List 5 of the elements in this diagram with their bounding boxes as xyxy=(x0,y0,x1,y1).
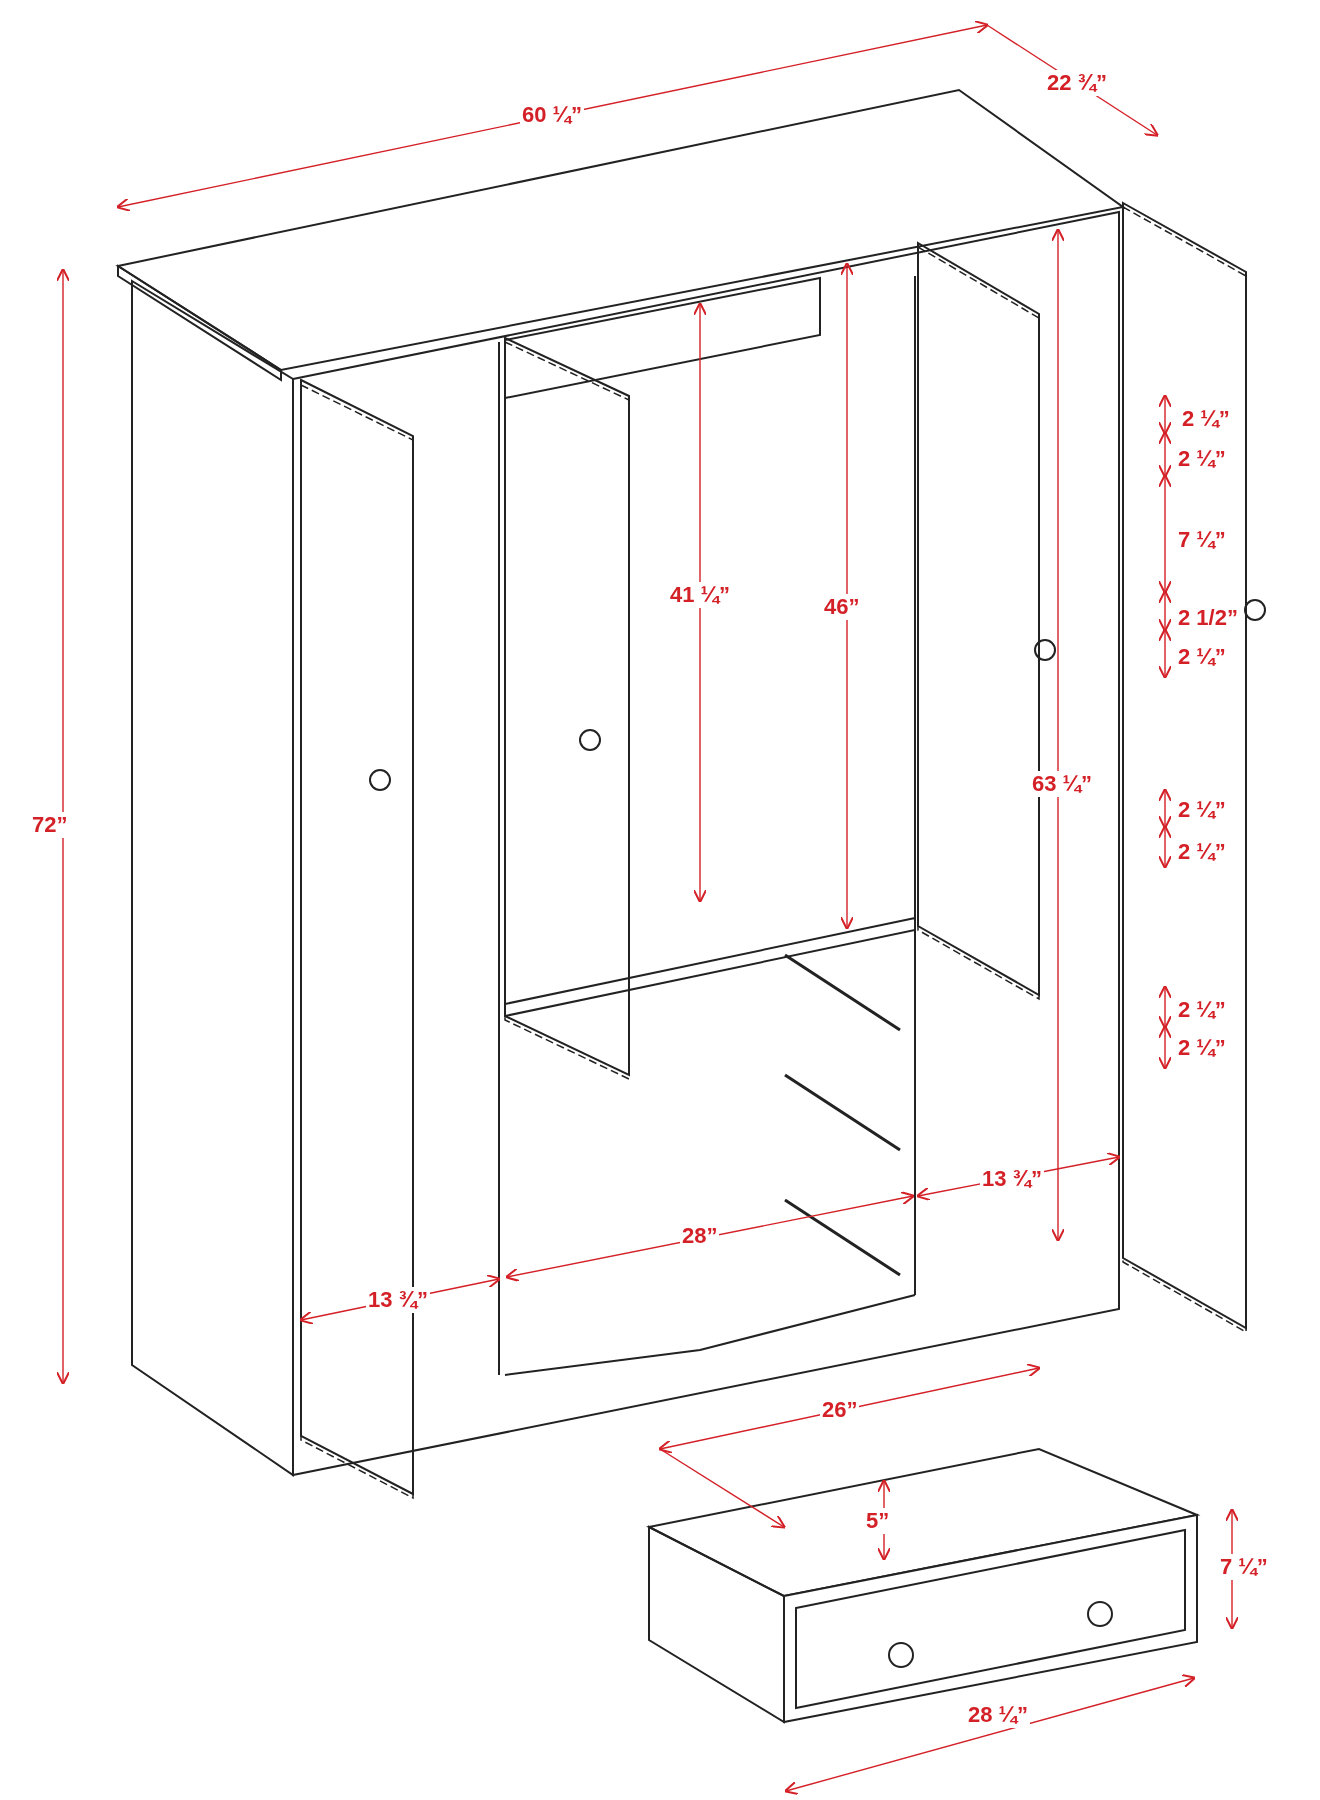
dimension-label: 13 ¾” xyxy=(366,1287,430,1313)
dimension-label: 22 ¾” xyxy=(1045,70,1109,96)
dimension-label: 41 ¼” xyxy=(668,582,732,608)
dimension-label: 63 ¼” xyxy=(1030,771,1094,797)
dimension-label: 7 ¼” xyxy=(1218,1554,1270,1580)
